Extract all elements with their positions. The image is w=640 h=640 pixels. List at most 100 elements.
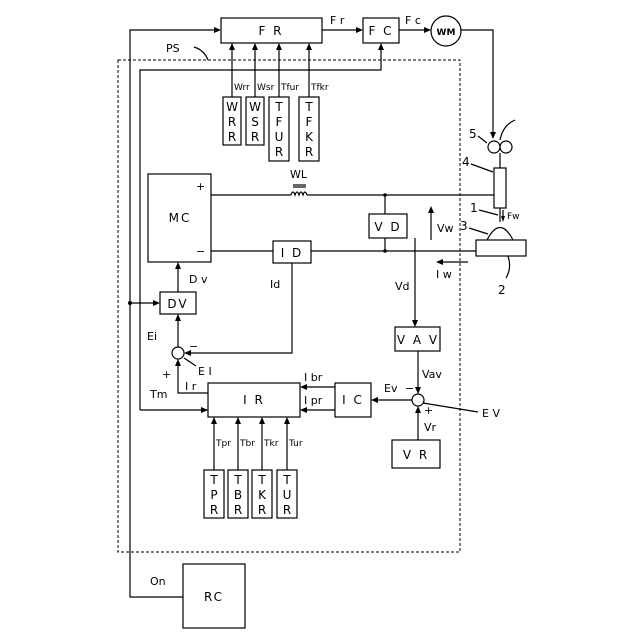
tbr-signal-label: Tbr xyxy=(239,439,255,449)
dv-label: DV xyxy=(167,297,188,311)
ps-label: PS xyxy=(166,42,180,55)
fw-label: Fw xyxy=(507,212,520,222)
ei-summing-point xyxy=(172,347,184,359)
wm-label: WM xyxy=(437,28,456,38)
numeral-5-leader xyxy=(478,136,487,143)
fr-to-fc-arrow xyxy=(356,27,363,33)
numeral-1-leader xyxy=(479,210,498,215)
wsr-char-1: W xyxy=(249,100,261,114)
tfur-char-4: R xyxy=(275,145,283,159)
ipr-arrow xyxy=(300,407,307,413)
tur-char-3: R xyxy=(283,503,291,517)
wrr-signal-label: Wrr xyxy=(234,83,250,93)
tfur-signal-label: Tfur xyxy=(280,83,299,93)
vav-signal-label: Vav xyxy=(422,368,442,381)
feed-roller-left xyxy=(488,141,500,153)
wl-label: WL xyxy=(290,168,308,181)
tbr-char-2: B xyxy=(234,488,242,502)
start-to-dv-arrow xyxy=(153,300,160,306)
id-label: I D xyxy=(281,246,304,260)
welding-arc xyxy=(487,228,513,241)
iw-arrowhead xyxy=(436,259,443,265)
wsr-char-3: R xyxy=(251,130,259,144)
reactor-wl-coil xyxy=(291,192,307,195)
wsr-arrow xyxy=(252,43,258,50)
ev-minus-sign: − xyxy=(405,382,414,395)
numeral-1: 1 xyxy=(470,201,478,215)
vr-label: V R xyxy=(403,448,429,462)
tfur-char-1: T xyxy=(274,100,283,114)
wire-feed-curve xyxy=(500,120,515,140)
ibr-signal-label: I br xyxy=(304,371,323,384)
vav-to-ev-arrow xyxy=(415,387,421,394)
vr-to-ev-arrow xyxy=(415,406,421,413)
ibr-arrow xyxy=(300,384,307,390)
tpr-arrow xyxy=(211,417,217,424)
ir-signal-label: I r xyxy=(185,380,197,393)
id-feedback-arrow xyxy=(184,350,191,356)
wrr-char-2: R xyxy=(228,115,236,129)
wm-to-feeder-line xyxy=(461,30,493,135)
tfkr-char-3: K xyxy=(305,130,314,144)
numeral-2-leader xyxy=(506,256,510,278)
tkr-char-1: T xyxy=(257,473,266,487)
ic-label: I C xyxy=(342,393,364,407)
fr-label: F R xyxy=(258,24,283,38)
tfur-char-2: F xyxy=(276,115,283,129)
start-to-fr-arrow xyxy=(214,27,221,33)
tur-char-1: T xyxy=(282,473,291,487)
tfur-char-3: U xyxy=(275,130,284,144)
tur-signal-label: Tur xyxy=(288,439,303,449)
ev-summing-point xyxy=(412,394,424,406)
ei-block-label: E I xyxy=(198,365,212,378)
tpr-char-2: P xyxy=(210,488,217,502)
ev-signal-label: Ev xyxy=(384,382,398,395)
ev-to-ic-arrow xyxy=(371,397,378,403)
ev-plus-sign: + xyxy=(424,404,433,417)
on-signal-label: On xyxy=(150,575,166,588)
wrr-char-1: W xyxy=(226,100,238,114)
vw-label: Vw xyxy=(437,222,454,235)
fc-label: F C xyxy=(368,24,393,38)
base-material xyxy=(476,240,526,256)
ps-leader-line xyxy=(194,47,208,60)
tbr-arrow xyxy=(235,417,241,424)
tur-char-2: U xyxy=(283,488,292,502)
iw-label: I w xyxy=(436,268,452,281)
mc-label: MC xyxy=(169,211,192,225)
vd-to-vav-arrow xyxy=(412,320,418,327)
ipr-signal-label: I pr xyxy=(304,394,323,407)
tm-signal-label: Tm xyxy=(149,388,167,401)
feed-roller-right xyxy=(500,141,512,153)
mc-minus-terminal: − xyxy=(196,245,205,258)
tm-to-fc-arrow xyxy=(378,43,384,50)
vw-arrowhead xyxy=(428,206,434,213)
tpr-char-3: R xyxy=(210,503,218,517)
rc-label: RC xyxy=(204,590,224,604)
ei-leader xyxy=(184,358,196,366)
tbr-char-3: R xyxy=(234,503,242,517)
numeral-3: 3 xyxy=(460,219,468,233)
ir-label: I R xyxy=(243,393,265,407)
tfkr-char-2: F xyxy=(306,115,313,129)
tkr-char-2: K xyxy=(258,488,267,502)
tm-arrow xyxy=(201,407,208,413)
welding-torch xyxy=(494,168,506,208)
tfkr-char-4: R xyxy=(305,145,313,159)
tpr-char-1: T xyxy=(209,473,218,487)
dv-to-mc-arrow xyxy=(175,262,181,269)
ei-plus-sign: + xyxy=(162,368,171,381)
tpr-signal-label: Tpr xyxy=(215,439,231,449)
tfkr-char-1: T xyxy=(304,100,313,114)
ev-block-label: E V xyxy=(482,407,500,420)
id-signal-label: Id xyxy=(270,278,280,291)
mc-plus-terminal: + xyxy=(196,180,205,193)
wsr-signal-label: Wsr xyxy=(257,83,275,93)
numeral-5: 5 xyxy=(469,127,477,141)
dv-signal-label: D v xyxy=(189,273,208,286)
fc-signal-label: F c xyxy=(405,14,421,27)
fw-arrowhead xyxy=(501,216,505,222)
numeral-4: 4 xyxy=(462,155,470,169)
vav-label: V A V xyxy=(397,333,439,347)
